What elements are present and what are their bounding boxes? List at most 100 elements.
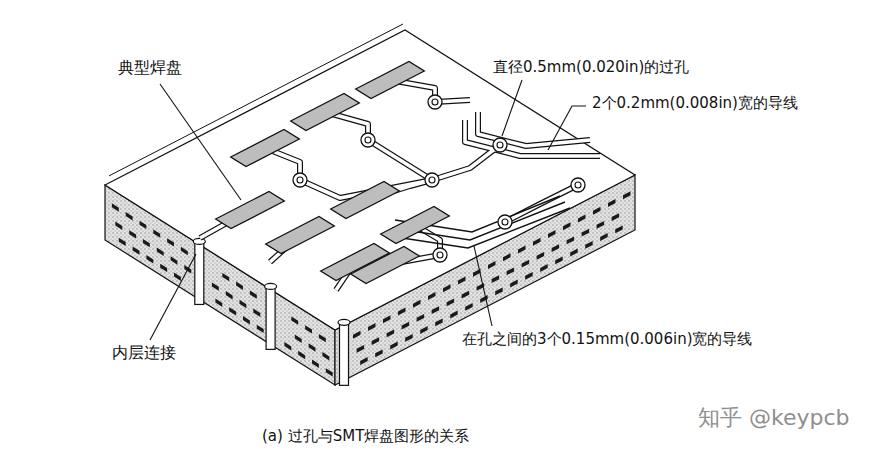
- via-pad: [493, 138, 507, 152]
- inner-trace: [222, 273, 229, 281]
- inner-trace: [326, 368, 333, 376]
- inner-trace: [402, 322, 410, 330]
- inner-trace: [368, 323, 376, 331]
- callout-label: 内层连接: [112, 343, 176, 362]
- board-edge-line: [109, 24, 403, 176]
- via-pad: [293, 173, 307, 187]
- inner-trace: [284, 342, 291, 350]
- hole-barrel: [195, 241, 204, 304]
- inner-trace: [563, 222, 571, 230]
- inner-trace: [537, 252, 545, 260]
- inner-trace: [525, 272, 533, 280]
- via-pad: [425, 173, 439, 187]
- inner-trace: [533, 238, 541, 246]
- inner-trace: [236, 282, 243, 290]
- inner-trace: [119, 238, 126, 246]
- inner-trace: [360, 357, 368, 365]
- inner-trace: [129, 230, 136, 238]
- inner-trace: [126, 212, 133, 220]
- via-hole: [429, 177, 435, 183]
- inner-trace: [257, 325, 264, 333]
- callout-label: 在孔之间的3个0.15mm(0.006in)宽的导线: [462, 330, 753, 348]
- inner-trace: [375, 349, 383, 357]
- inner-trace: [319, 334, 326, 342]
- inner-layer-traces: [112, 191, 631, 376]
- inner-trace: [458, 277, 466, 285]
- smt-pad: [266, 216, 335, 253]
- inner-trace: [507, 268, 514, 276]
- inner-trace: [435, 318, 443, 326]
- leader-line: [502, 80, 522, 136]
- inner-trace: [305, 325, 312, 333]
- inner-trace: [143, 239, 150, 247]
- via-hole: [497, 142, 503, 148]
- inner-trace: [383, 315, 391, 323]
- vias: [293, 95, 585, 262]
- inner-trace: [597, 221, 605, 229]
- leader-line: [548, 106, 586, 150]
- inner-trace: [115, 222, 122, 230]
- via-hole: [432, 99, 438, 105]
- inner-trace: [443, 284, 451, 292]
- via-hole: [297, 177, 303, 183]
- inner-trace: [353, 331, 361, 339]
- inner-trace: [243, 316, 250, 324]
- inner-trace: [503, 253, 511, 261]
- inner-trace: [171, 256, 178, 264]
- inner-trace: [405, 334, 413, 342]
- hole-barrel: [266, 286, 275, 349]
- smt-pad: [291, 93, 360, 130]
- hole-rim: [338, 319, 350, 325]
- inner-trace: [492, 275, 500, 283]
- leader-lines: [150, 80, 586, 340]
- inner-trace: [567, 237, 575, 245]
- inner-trace: [398, 308, 406, 316]
- inner-trace: [112, 203, 119, 211]
- inner-trace: [623, 191, 631, 199]
- inner-trace: [432, 306, 440, 314]
- inner-trace: [612, 213, 620, 221]
- smt-pad: [331, 181, 400, 218]
- figure-caption: (a) 过孔与SMT焊盘图形的关系: [262, 427, 469, 445]
- inner-trace: [157, 248, 164, 256]
- inner-trace: [387, 330, 395, 338]
- via-hole: [502, 219, 508, 225]
- inner-trace: [582, 229, 590, 237]
- leader-line: [474, 246, 492, 326]
- top-traces: [200, 80, 600, 290]
- inner-trace: [578, 215, 586, 223]
- inner-trace: [372, 337, 380, 345]
- inner-trace: [250, 290, 257, 298]
- via-pad: [361, 133, 375, 147]
- inner-trace: [146, 255, 153, 263]
- inner-trace: [417, 314, 425, 322]
- inner-trace: [488, 261, 496, 269]
- inner-trace: [181, 247, 188, 255]
- inner-trace: [291, 317, 298, 325]
- inner-trace: [212, 282, 219, 290]
- inner-trace: [555, 256, 563, 264]
- inner-trace: [522, 260, 530, 268]
- trace: [432, 145, 500, 180]
- inner-trace: [253, 309, 260, 317]
- hole-rim: [265, 283, 277, 289]
- callout-label: 2个0.2mm(0.008in)宽的导线: [592, 94, 798, 112]
- inner-trace: [174, 273, 181, 281]
- inner-trace: [229, 307, 236, 315]
- via-pad: [433, 248, 447, 262]
- inner-trace: [140, 221, 147, 229]
- inner-trace: [462, 291, 470, 299]
- inner-trace: [160, 264, 167, 272]
- inner-trace: [518, 246, 526, 254]
- inner-trace: [298, 351, 305, 359]
- inner-trace: [413, 300, 421, 308]
- callout-label: 典型焊盘: [118, 58, 182, 77]
- inner-trace: [570, 249, 578, 257]
- inner-trace: [133, 246, 140, 254]
- via-hole: [365, 137, 371, 143]
- smt-pad: [381, 206, 450, 243]
- inner-trace: [585, 241, 593, 249]
- inner-trace: [309, 343, 316, 351]
- trace: [368, 140, 432, 180]
- inner-trace: [465, 303, 473, 311]
